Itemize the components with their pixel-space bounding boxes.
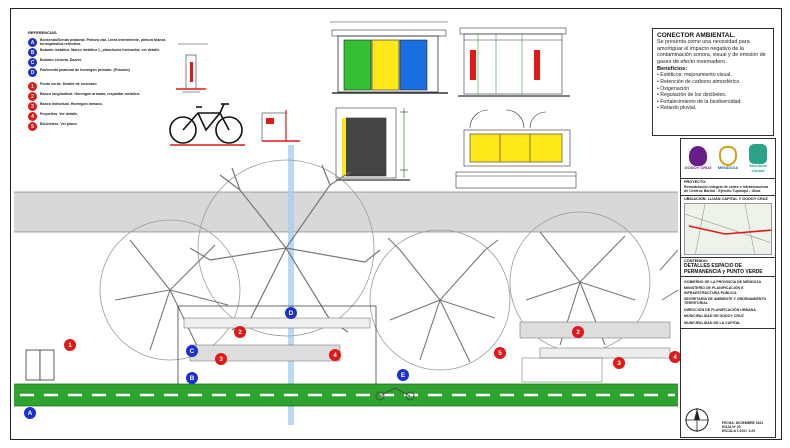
benefit-item: Estéticos: mejoramiento visual. (657, 72, 769, 79)
marker-3b: 3 (613, 357, 625, 369)
logo-text: GODOY CRUZ (684, 165, 712, 171)
benefit-item: Oxigenación (657, 86, 769, 93)
logo-mendoza-ciudad: Mendoza ciudad (744, 143, 772, 173)
info-line: MUNICIPALIDAD DE GODOY CRUZ (684, 314, 744, 319)
legend-text: Bolardo ciclovía. Dazzel. (40, 58, 82, 62)
benefit-item: Regulación de los decibeles. (657, 92, 769, 99)
legend-text: Banco individual. Hormigón armado. (40, 102, 103, 106)
info-line: MUNICIPALIDAD DE LA CAPITAL (684, 320, 741, 325)
legend-text: Bicisenda/Senda peatonal. Pintura vial. … (40, 38, 166, 47)
marker-a: A (24, 407, 36, 419)
legend-text: Pavimento peatonal de hormigón peinado. … (40, 68, 130, 72)
location-label: UBICACIÓN: LUJÁN CAPITAL Y GODOY CRUZ (684, 196, 768, 201)
north-arrow-icon (685, 408, 709, 432)
legend-badge: C (28, 58, 37, 67)
tree (369, 229, 511, 371)
marker-b: B (186, 372, 198, 384)
legend-badge: 5 (28, 122, 37, 131)
mendoza-ciudad-logo-icon (749, 143, 767, 164)
info-line: SECRETARÍA DE AMBIENTE Y ORDENAMIENTO TE… (684, 297, 767, 306)
marker-2b: 2 (572, 326, 584, 338)
bench-long (183, 317, 371, 329)
marker-3: 3 (215, 353, 227, 365)
legend-item: B Bolardo metálico. Marco metálico L, pl… (28, 48, 168, 58)
benefits-list: Estéticos: mejoramiento visual. Retenció… (657, 72, 769, 112)
legend-item: 3 Banco individual. Hormigón armado. (28, 102, 168, 112)
content-section: CONTENIDO: DETALLES ESPACIO DE PERMANENC… (681, 258, 775, 277)
legend: REFERENCIAS A Bicisenda/Senda peatonal. … (28, 30, 168, 132)
location-map-drawing (685, 203, 771, 254)
legend-item: 2 Banco longitudinal. Hormigón armado, r… (28, 92, 168, 102)
marker-4: 4 (329, 349, 341, 361)
bike-symbol (375, 387, 415, 401)
tree-partial (659, 249, 679, 301)
legend-badge: D (28, 68, 37, 77)
legend-title: REFERENCIAS (28, 30, 57, 35)
benefit-item: Fortalecimiento de la biodiversidad. (657, 99, 769, 106)
bench-long (539, 347, 671, 359)
project-label: PROYECTO: (684, 180, 707, 184)
legend-text: Bolardo metálico. Marco metálico L, plan… (40, 48, 161, 52)
marker-d: D (285, 307, 297, 319)
location-map (684, 202, 772, 255)
info-line: GOBIERNO DE LA PROVINCIA DE MENDOZA (684, 279, 762, 284)
legend-text: Pequeños. Ver detalle. (40, 112, 79, 116)
legend-item: 5 Bicicletero. Ver plano. (28, 122, 168, 132)
sheet-frame (10, 8, 782, 440)
section-axis (288, 145, 294, 425)
legend-badge: 1 (28, 82, 37, 91)
legend-text: Bicicletero. Ver plano. (40, 122, 78, 126)
bench-long (519, 321, 671, 339)
legend-item: 4 Pequeños. Ver detalle. (28, 112, 168, 122)
logo-godoy-cruz: GODOY CRUZ (684, 146, 712, 171)
content-text: DETALLES ESPACIO DE PERMANENCIA y PUNTO … (684, 262, 763, 275)
legend-badge: 4 (28, 112, 37, 121)
legend-text: Punto verde. Detalle de reciclado. (40, 82, 98, 86)
legend-item: A Bicisenda/Senda peatonal. Pintura vial… (28, 38, 168, 48)
logo-mendoza: MENDOZA (714, 146, 742, 171)
benefit-item: Retención de carbono atmosférico. (657, 79, 769, 86)
tree (99, 219, 241, 361)
marker-1: 1 (64, 339, 76, 351)
gate-structure (25, 349, 55, 381)
mendoza-shield-icon (719, 146, 737, 167)
title-block: GODOY CRUZ MENDOZA Mendoza ciudad PROYEC… (680, 138, 776, 438)
environmental-connector-note: CONECTOR AMBIENTAL. Se presenta como una… (652, 28, 774, 136)
marker-c: C (186, 345, 198, 357)
info-line: DIRECCIÓN DE PLANIFICACIÓN URBANA (684, 307, 756, 312)
authorities-section: GOBIERNO DE LA PROVINCIA DE MENDOZA MINI… (681, 277, 775, 330)
sheet-info: FECHA: DICIEMBRE 2021 HOJA Nº 00 ESCALA … (722, 421, 764, 433)
project-text: Remodelación Integral de calles e Infrae… (684, 185, 769, 194)
sidewalk-band (14, 192, 678, 232)
marker-5: 5 (494, 347, 506, 359)
content-label: CONTENIDO: (684, 258, 709, 263)
legend-item: 1 Punto verde. Detalle de reciclado. (28, 82, 168, 92)
logo-text: MENDOZA (717, 165, 739, 171)
marker-2: 2 (234, 326, 246, 338)
plaza-area (14, 232, 678, 384)
marker-e: E (397, 369, 409, 381)
legend-item: D Pavimento peatonal de hormigón peinado… (28, 68, 168, 78)
legend-badge: 2 (28, 92, 37, 101)
benefit-item: Retardo pluvial. (657, 105, 769, 112)
legend-badge: 3 (28, 102, 37, 111)
note-title: CONECTOR AMBIENTAL. (657, 32, 736, 39)
info-line: MINISTERIO DE PLANIFICACIÓN E INFRAESTRU… (684, 286, 744, 295)
logos: GODOY CRUZ MENDOZA Mendoza ciudad (681, 139, 775, 179)
location-section: UBICACIÓN: LUJÁN CAPITAL Y GODOY CRUZ (681, 196, 775, 258)
benefits-title: Beneficios: (657, 66, 688, 73)
legend-text: Banco longitudinal. Hormigón armado, res… (40, 92, 141, 96)
legend-badge: A (28, 38, 37, 47)
bench-long (189, 344, 341, 362)
note-body: Se presenta como una necesidad para amor… (657, 39, 766, 65)
godoy-cruz-logo-icon (689, 146, 707, 167)
project-section: PROYECTO: Remodelación Integral de calle… (681, 179, 775, 196)
logo-text: Mendoza ciudad (749, 162, 767, 173)
legend-item: C Bolardo ciclovía. Dazzel. (28, 58, 168, 68)
marker-4b: 4 (669, 351, 681, 363)
legend-badge: B (28, 48, 37, 57)
